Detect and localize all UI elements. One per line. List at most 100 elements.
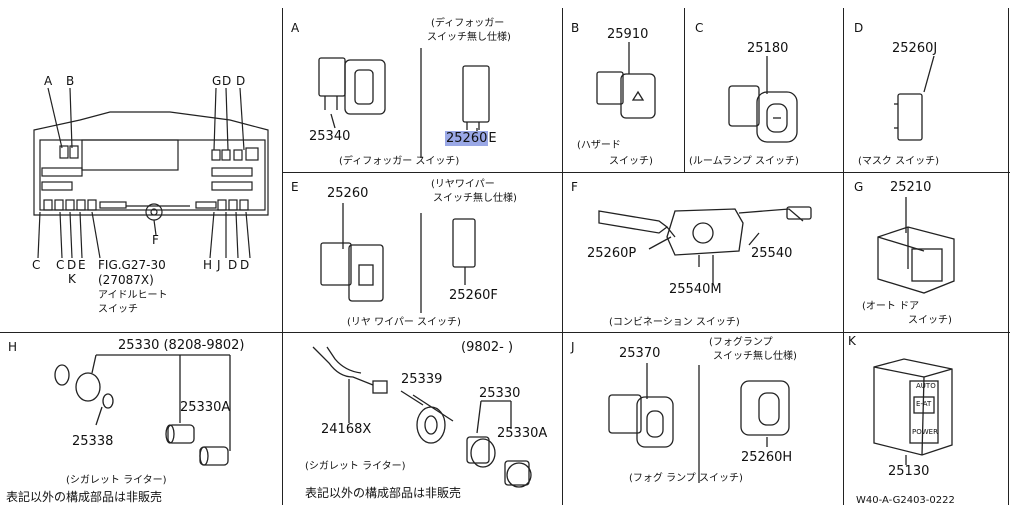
switch-icon (318, 48, 490, 158)
footnote: 表記以外の構成部品は非販売 (305, 486, 462, 500)
panel-d: D 25260J (マスク スイッチ) (844, 8, 1008, 172)
panel-letter: C (695, 21, 704, 35)
part-number: 25260F (449, 288, 498, 303)
part-number: 25130 (888, 464, 930, 479)
switch-icon (596, 42, 656, 119)
panel-f: F 25260P 25540 25540M (コンビネーション スイッチ) (563, 173, 843, 332)
panel-letter: H (8, 340, 18, 354)
combination-switch-icon (598, 206, 812, 283)
variant-note: (リヤワイパー (431, 179, 495, 190)
panel-caption: スイッチ) (609, 156, 653, 167)
switch-label: POWER (912, 428, 938, 436)
variant-note: (フォグランプ (709, 337, 773, 348)
part-number-highlighted: 25260 (445, 131, 489, 146)
cigarette-lighter-icon (312, 346, 532, 488)
panel-g: G 25210 (オート ドア スイッチ) (844, 173, 1008, 332)
callout-f: F (152, 233, 159, 247)
panel-letter: B (571, 21, 580, 35)
panel-a: A (ディフォッガー スイッチ無し仕様) 25340 25260E (ディフォッ… (283, 8, 562, 172)
callout-c: C (32, 258, 41, 272)
callout-a: A (44, 74, 53, 88)
panel-letter: J (571, 340, 575, 354)
panel-k: K AUTO E-AT POWER 25130 W40-A-G2403-0222 (844, 333, 1008, 510)
part-number: 25210 (890, 180, 932, 195)
dashboard-drawing (33, 87, 269, 259)
callout-h: H (203, 258, 213, 272)
panel-letter: A (291, 21, 300, 35)
panel-caption: (ディフォッガー スイッチ) (339, 156, 460, 167)
panel-caption: (シガレット ライター) (66, 475, 167, 486)
date-range: (9802- ) (461, 340, 514, 355)
part-number: 25260E (445, 131, 497, 146)
panel-caption: (ハザード (577, 140, 621, 151)
fig-reference-part: (27087X) (98, 273, 154, 287)
panel-h: H 25330 (8208-9802) 25330A 25338 (シガレット … (0, 333, 282, 510)
part-number: 25340 (309, 129, 351, 144)
callout-g: G (212, 74, 222, 88)
fig-reference-name: スイッチ (98, 304, 138, 315)
part-number: 25910 (607, 27, 649, 42)
panel-caption: (オート ドア (862, 301, 920, 312)
panel-caption: (リヤ ワイパー スイッチ) (347, 317, 461, 328)
panel-caption: (フォグ ランプ スイッチ) (629, 473, 743, 484)
panel-caption: (コンビネーション スイッチ) (609, 317, 740, 328)
fig-reference-name: アイドルヒート (98, 290, 168, 301)
panel-b: B 25910 (ハザード スイッチ) (563, 8, 684, 172)
switch-icon (320, 203, 476, 313)
divider (684, 8, 685, 172)
switch-label: AUTO (916, 382, 936, 390)
panel-letter: F (571, 180, 578, 194)
callout-c: C (56, 258, 65, 272)
switch-icon (728, 56, 798, 143)
part-number-suffix: E (488, 131, 497, 146)
part-number: 25180 (747, 41, 789, 56)
callout-d: D (228, 258, 238, 272)
part-number: 25260P (587, 246, 637, 261)
panel-letter: D (854, 21, 864, 35)
divider (1008, 8, 1009, 505)
panel-cigarette-lighter-new: (9802- ) 25339 25330 25330A 24168X (シガレッ… (283, 333, 562, 510)
divider (562, 8, 563, 505)
footnote: 表記以外の構成部品は非販売 (6, 490, 163, 504)
panel-e: E 25260 (リヤワイパー スイッチ無し仕様) 25260F (リヤ ワイパ… (283, 173, 562, 332)
variant-note: スイッチ無し仕様) (427, 32, 511, 43)
reference-code: W40-A-G2403-0222 (856, 495, 955, 506)
divider (843, 8, 844, 505)
panel-c: C 25180 (ルームランプ スイッチ) (685, 8, 843, 172)
panel-j: J 25370 (フォグランプ スイッチ無し仕様) 25260H (フォグ ラン… (563, 333, 843, 510)
variant-note: (ディフォッガー (431, 18, 505, 29)
part-number: 25260J (892, 41, 938, 56)
callout-e: E (78, 258, 86, 272)
panel-letter: E (291, 180, 299, 194)
panel-letter: G (854, 180, 864, 194)
switch-icon (873, 358, 953, 465)
part-number: 25260 (327, 186, 369, 201)
callout-d: D (222, 74, 232, 88)
dashboard-overview: A B G D D (0, 0, 282, 332)
callout-d: D (240, 258, 250, 272)
callout-d: D (67, 258, 77, 272)
panel-letter: K (848, 334, 856, 348)
part-number: 25330A (497, 426, 548, 441)
callout-j: J (217, 258, 221, 272)
part-number: 25338 (72, 434, 114, 449)
switch-icon (608, 363, 790, 483)
divider (282, 8, 283, 505)
switch-icon (877, 197, 955, 294)
fig-reference: FIG.G27-30 (98, 258, 166, 272)
part-number: 25339 (401, 372, 443, 387)
panel-caption: (ルームランプ スイッチ) (689, 156, 799, 167)
panel-caption: スイッチ) (908, 315, 952, 326)
part-number: 25330 (8208-9802) (118, 338, 245, 353)
part-number: 25330A (180, 400, 231, 415)
part-number: 25260H (741, 450, 793, 465)
divider (282, 172, 1010, 173)
panel-caption: (マスク スイッチ) (858, 156, 939, 167)
callout-b: B (66, 74, 75, 88)
switch-label: E-AT (916, 400, 932, 408)
part-number: 25540 (751, 246, 793, 261)
divider (0, 332, 1010, 333)
variant-note: スイッチ無し仕様) (433, 193, 517, 204)
callout-d: D (236, 74, 246, 88)
cigarette-lighter-icon (54, 354, 231, 466)
